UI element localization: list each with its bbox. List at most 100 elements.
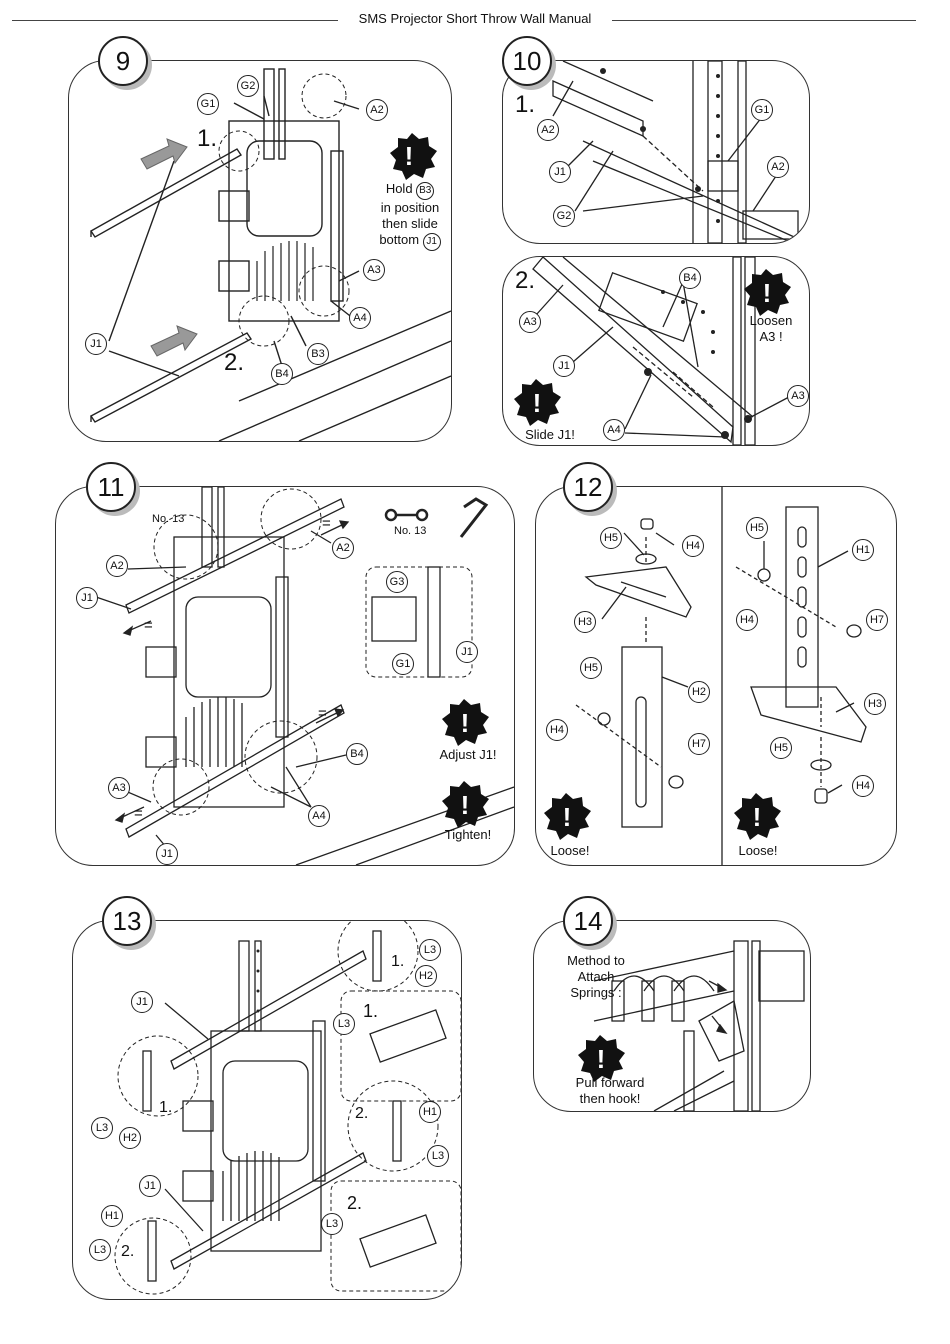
label-H1: H1: [852, 539, 874, 561]
label-A2: A2: [106, 555, 128, 577]
label-J1b: J1: [553, 355, 575, 377]
hold-note-line1: Hold: [385, 181, 413, 196]
step-9-drawing: !: [89, 68, 451, 441]
svg-text:!: !: [461, 708, 470, 738]
loosen-note: Loosen A3 !: [749, 313, 793, 344]
label-H5d: H5: [770, 737, 792, 759]
header-rule-left: [12, 20, 338, 21]
label-A2b: A2: [332, 537, 354, 559]
label-A2b: A2: [767, 156, 789, 178]
substep-10-2: 2.: [515, 267, 536, 294]
label-A4: A4: [308, 805, 330, 827]
step-10-drawing-top: [552, 61, 804, 243]
svg-text:!: !: [533, 388, 542, 418]
substep-13-2a: 2.: [355, 1105, 369, 1122]
label-B3: B3: [307, 343, 329, 365]
label-A2: A2: [537, 119, 559, 141]
label-G1: G1: [751, 99, 773, 121]
substep-13-1a: 1.: [159, 1099, 173, 1116]
svg-text:!: !: [763, 278, 772, 308]
hold-note-B3: B3: [416, 182, 435, 200]
label-A4: A4: [603, 419, 625, 441]
page-title: SMS Projector Short Throw Wall Manual: [358, 11, 592, 26]
label-J1b: J1: [139, 1175, 161, 1197]
step-10-panel-top: 1. A2 J1 G2 G1 A2: [502, 60, 810, 244]
hold-note-line2: in position: [380, 200, 440, 215]
svg-text:!: !: [461, 790, 470, 820]
substep-10-1: 1.: [515, 91, 536, 118]
label-H5b: H5: [580, 657, 602, 679]
label-H7b: H7: [866, 609, 888, 631]
step-10-drawing-bottom: ! !: [514, 257, 791, 445]
step-number-14: 14: [563, 896, 613, 946]
label-J1a: J1: [131, 991, 153, 1013]
substep-1: 1.: [197, 125, 218, 152]
step-9-panel: ! G1 G2 A2 A3 A4 B3 B4 J1 1. 2. Hold B3 …: [68, 60, 452, 442]
label-G2: G2: [237, 75, 259, 97]
label-H5c: H5: [746, 517, 768, 539]
label-A3: A3: [363, 259, 385, 281]
warning-burst-icon-slide: [514, 379, 561, 426]
label-A3b: A3: [787, 385, 809, 407]
label-J1: J1: [85, 333, 107, 355]
label-H2a: H2: [119, 1127, 141, 1149]
step-number-13: 13: [102, 896, 152, 946]
substep-13-1c: 1.: [363, 1001, 379, 1021]
step-12-panel: ! ! H5 H4 H3 H2 H5 H4 H7 H5 H1 H4 H7 H3 …: [535, 486, 897, 866]
label-H2: H2: [688, 681, 710, 703]
step-13-panel: J1 J1 L3 H2 L3 H2 L3 H1 L3 H1 L3 L3 1. 1…: [72, 920, 462, 1300]
label-L3d: L3: [427, 1145, 449, 1167]
label-J1b: J1: [156, 843, 178, 865]
warning-burst-icon-loose-right: [734, 793, 781, 840]
header-rule-right: [612, 20, 916, 21]
label-L3f: L3: [321, 1213, 343, 1235]
label-L3b: L3: [419, 939, 441, 961]
label-B4: B4: [271, 363, 293, 385]
method-note: Method to Attach Springs :: [567, 953, 625, 1000]
step-12-drawing: ! !: [544, 487, 867, 865]
step-number-9: 9: [98, 36, 148, 86]
slide-arrow-icon-1: [140, 138, 188, 170]
step-11-panel: ! ! No. 13 No. 13 A2 A2 J1 J1 J1 G3 G1 B…: [55, 486, 515, 866]
warning-burst-icon-loose-left: [544, 793, 591, 840]
label-L3e: L3: [89, 1239, 111, 1261]
label-H3b: H3: [864, 693, 886, 715]
hold-note: Hold B3 in position then slide bottom J1: [369, 181, 451, 251]
equal-mark-3: =: [318, 705, 327, 722]
substep-13-2c: 2.: [121, 1243, 135, 1260]
adjust-note: Adjust J1!: [439, 747, 497, 762]
slide-note: Slide J1!: [525, 427, 575, 442]
warning-burst-icon-loosen: [744, 269, 791, 316]
loose-note-left: Loose!: [550, 843, 590, 858]
label-H3a: H3: [574, 611, 596, 633]
label-H1b: H1: [101, 1205, 123, 1227]
svg-text:!: !: [753, 802, 762, 832]
warning-burst-icon-adjust: [442, 699, 489, 746]
hold-note-line3: then slide: [382, 216, 438, 231]
label-H2b: H2: [415, 965, 437, 987]
slide-arrow-icon-2: [150, 325, 198, 357]
svg-text:!: !: [597, 1044, 606, 1074]
label-H4b: H4: [546, 719, 568, 741]
step-number-12: 12: [563, 462, 613, 512]
label-J1a: J1: [76, 587, 98, 609]
tool-no13-label: No. 13: [152, 513, 185, 525]
label-G3: G3: [386, 571, 408, 593]
label-A2: A2: [366, 99, 388, 121]
label-G2: G2: [553, 205, 575, 227]
label-H4c: H4: [736, 609, 758, 631]
equal-mark-4: =: [134, 805, 143, 822]
step-11-drawing: ! !: [95, 487, 514, 865]
label-L3c: L3: [333, 1013, 355, 1035]
hold-note-line4: bottom: [379, 232, 420, 247]
step-14-panel: ! Method to Attach Springs : Pull forwar…: [533, 920, 811, 1112]
substep-2: 2.: [224, 349, 245, 376]
label-J1: J1: [549, 161, 571, 183]
label-A3: A3: [108, 777, 130, 799]
step-14-drawing: !: [578, 940, 805, 1111]
substep-13-1b: 1.: [391, 953, 405, 970]
label-B4: B4: [679, 267, 701, 289]
substep-13-2b: 2.: [347, 1193, 363, 1213]
label-A3: A3: [519, 311, 541, 333]
tighten-note: Tighten!: [444, 827, 492, 842]
